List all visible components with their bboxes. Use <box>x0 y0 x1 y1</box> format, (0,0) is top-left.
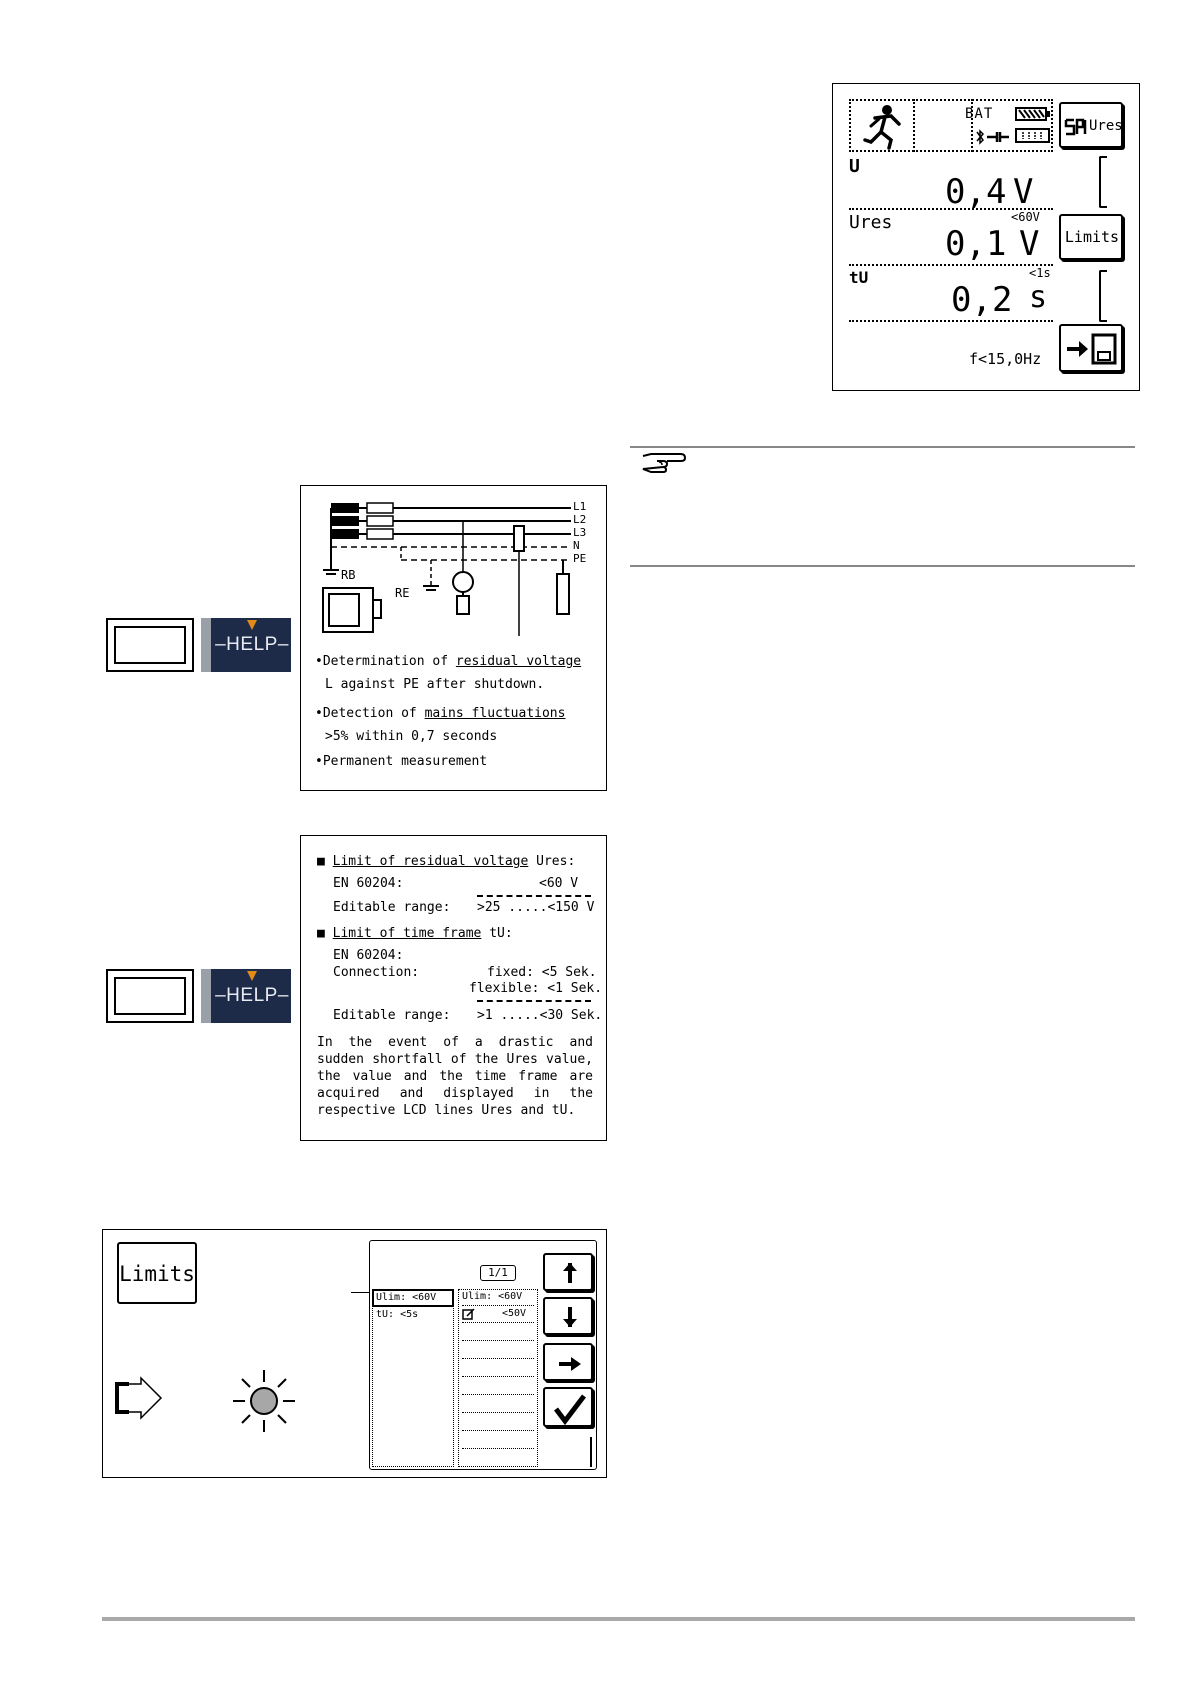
down-arrow-icon <box>563 1307 577 1327</box>
limits-softkey[interactable]: Limits <box>117 1242 197 1304</box>
lcd-display: BAT Ures U 0,4 V Ures <60V 0,1 V Limits … <box>832 83 1140 391</box>
help-bullet-2: •Detection of mains fluctuations <box>315 706 566 721</box>
label-rb: RB <box>341 568 356 582</box>
orange-marker-icon <box>247 620 257 630</box>
u-value: 0,4 <box>945 172 1007 212</box>
u-label: U <box>849 156 860 177</box>
editable-range-label-2: Editable range: <box>333 1008 451 1023</box>
function-key-ures[interactable]: Ures <box>1059 102 1123 148</box>
label-l2: L2 <box>573 513 587 526</box>
connection-label: Connection: <box>333 965 420 980</box>
help-softkey-2[interactable]: –HELP– <box>201 969 291 1023</box>
ures-limit: <60V <box>1011 210 1040 224</box>
tu-limit: <1s <box>1029 266 1051 280</box>
memory-icon <box>1015 128 1050 143</box>
circuit-diagram <box>322 502 571 636</box>
fixed-value: fixed: <5 Sek. <box>487 965 597 980</box>
arrow-save-icon <box>1067 333 1117 365</box>
editable-range-value-2: >1 .....<30 Sek. <box>477 1008 603 1023</box>
label-l3: L3 <box>573 526 587 539</box>
running-person-icon <box>863 105 901 150</box>
tu-item[interactable]: tU: <5s <box>376 1309 419 1320</box>
limits-lcd-screen: 1/1 Ulim: <60V tU: <5s Ulim: <60V <50V <box>369 1240 597 1470</box>
limits-bullet-2: ■ Limit of time frame tU: <box>317 926 513 941</box>
right-ulim-item[interactable]: Ulim: <60V <box>462 1291 523 1302</box>
checkmark-icon <box>554 1394 586 1425</box>
help-bullet-3: •Permanent measurement <box>315 754 488 769</box>
limits-paragraph: In the event of a drastic and sudden sho… <box>317 1035 593 1118</box>
help-bullet-1: •Determination of residual voltage <box>315 654 582 669</box>
limits-right-list <box>458 1289 538 1467</box>
help-softkey[interactable]: –HELP– <box>201 618 291 672</box>
right-value-item[interactable]: <50V <box>502 1308 527 1319</box>
scroll-up-button[interactable] <box>543 1253 593 1291</box>
limits-left-list <box>372 1289 454 1467</box>
pointing-hand-icon <box>642 453 687 473</box>
editable-range-label-1: Editable range: <box>333 900 451 915</box>
tu-label: tU <box>849 268 869 287</box>
u-unit: V <box>1013 172 1034 212</box>
page-indicator: 1/1 <box>480 1265 516 1281</box>
battery-label: BAT <box>965 106 994 122</box>
footer-rule <box>102 1617 1135 1621</box>
bluetooth-icon <box>976 129 1009 145</box>
limits-button[interactable]: Limits <box>1059 214 1123 260</box>
en60204-value-1: <60 V <box>539 876 579 891</box>
status-bar <box>849 99 1053 152</box>
edit-icon <box>462 1308 475 1320</box>
help-bullet-1-line2: L against PE after shutdown. <box>325 677 545 692</box>
right-arrow-icon <box>559 1357 581 1371</box>
confirm-button[interactable] <box>543 1387 593 1427</box>
editable-range-value-1: >25 .....<150 V <box>477 900 595 915</box>
label-re: RE <box>395 586 410 600</box>
label-pe: PE <box>573 552 587 565</box>
frequency-readout: f<15,0Hz <box>969 350 1042 368</box>
label-l1: L1 <box>573 500 587 513</box>
scroll-down-button[interactable] <box>543 1297 593 1335</box>
battery-icon <box>1015 107 1050 121</box>
limits-bullet-1: ■ Limit of residual voltage Ures: <box>317 854 576 869</box>
en60204-label-2: EN 60204: <box>333 948 404 963</box>
ures-unit: V <box>1019 224 1040 264</box>
help-bullet-2-line2: >5% within 0,7 seconds <box>325 729 498 744</box>
label-n: N <box>573 539 580 552</box>
tu-value: 0,2 <box>951 280 1013 320</box>
help-hardkey[interactable] <box>106 618 194 672</box>
ulim-selected-item[interactable]: Ulim: <60V <box>372 1289 454 1307</box>
up-arrow-icon <box>563 1263 577 1283</box>
help-screen-residual-voltage: L1 L2 L3 N PE RB RE •Determination of re… <box>300 485 607 791</box>
note-divider-top <box>630 446 1135 448</box>
ures-value: 0,1 <box>945 224 1007 264</box>
limits-panel: Limits 1/1 Ulim: <60V tU: <5s Ulim: <60V <box>102 1229 607 1478</box>
help-screen-limits: ■ Limit of residual voltage Ures: EN 602… <box>300 835 607 1141</box>
note-divider-bottom <box>630 565 1135 567</box>
indicator-lamp-icon <box>233 1370 295 1432</box>
right-arrow-icon <box>115 1376 163 1420</box>
tu-unit: s <box>1029 280 1048 315</box>
help-hardkey-2[interactable] <box>106 969 194 1023</box>
en60204-label-1: EN 60204: <box>333 876 404 891</box>
ures-label: Ures <box>849 212 893 233</box>
orange-marker-icon <box>247 971 257 981</box>
flexible-value: flexible: <1 Sek. <box>469 981 603 996</box>
next-button[interactable] <box>543 1343 593 1381</box>
save-button[interactable] <box>1059 324 1123 372</box>
